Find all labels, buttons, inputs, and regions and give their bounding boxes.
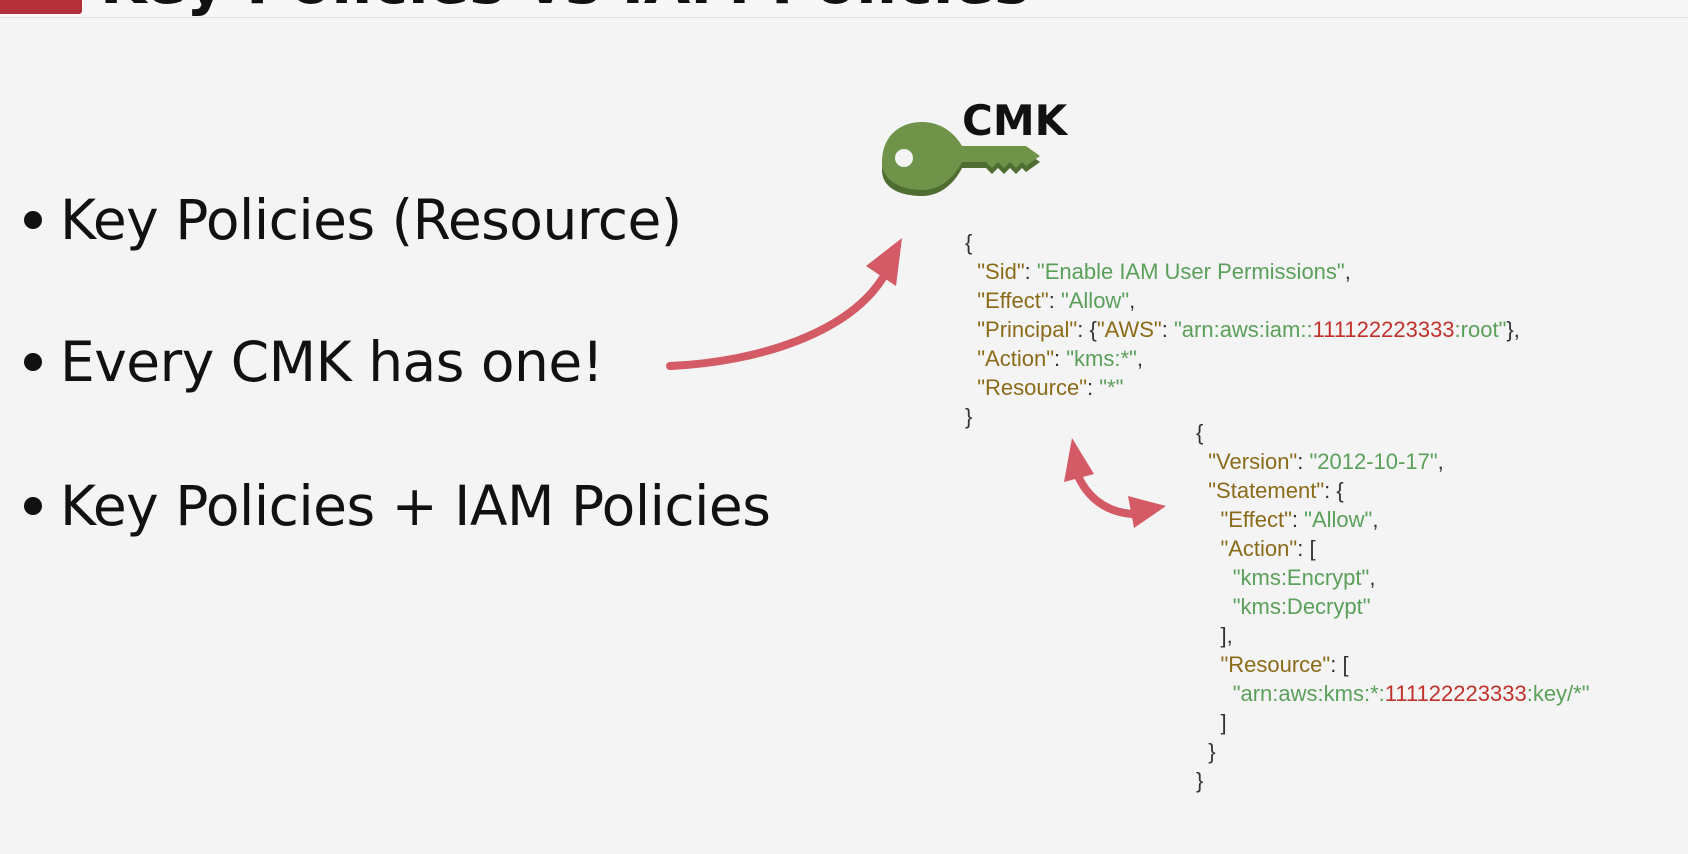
title-accent-block — [0, 0, 82, 14]
arrow-to-cmk — [666, 272, 888, 370]
bullet-text: Every CMK has one! — [60, 330, 604, 394]
key-policy-json: { "Sid": "Enable IAM User Permissions", … — [965, 230, 1520, 429]
bullet-key-plus-iam: Key Policies + IAM Policies — [24, 474, 771, 538]
arrow-head-right — [1128, 496, 1166, 528]
arrow-between-policies — [1074, 472, 1136, 518]
arrow-head-up — [1064, 438, 1094, 482]
cmk-label: CMK — [962, 96, 1068, 145]
bullet-dot — [24, 496, 42, 515]
bullet-key-policies-resource: Key Policies (Resource) — [24, 188, 682, 252]
bullet-dot — [24, 210, 42, 229]
key-icon — [882, 122, 1040, 196]
arrow-head-cmk — [866, 238, 902, 286]
bullet-text: Key Policies (Resource) — [60, 188, 682, 252]
bullet-text: Key Policies + IAM Policies — [60, 474, 771, 538]
title-bar: Key Policies vs IAM Policies — [0, 0, 1688, 18]
slide-title: Key Policies vs IAM Policies — [100, 0, 1030, 17]
iam-policy-json: { "Version": "2012-10-17", "Statement": … — [1196, 420, 1590, 793]
bullet-every-cmk: Every CMK has one! — [24, 330, 604, 394]
bullet-dot — [24, 352, 42, 371]
